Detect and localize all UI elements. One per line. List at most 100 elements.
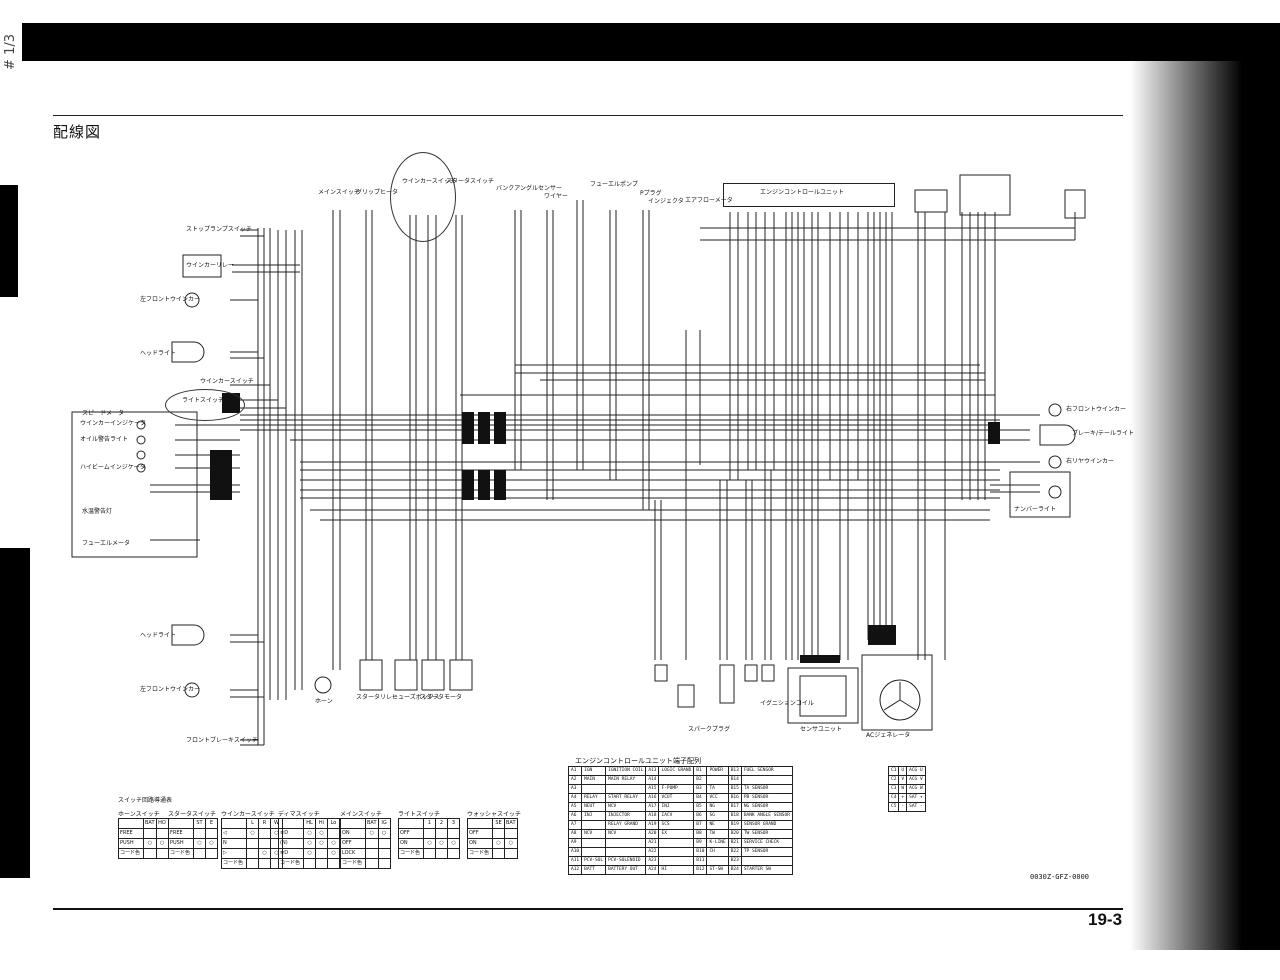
table-header-cell: 3 (447, 818, 460, 829)
table-cell: ○ (365, 828, 379, 839)
component-label: ウインカースイッチ (200, 378, 254, 385)
table-cell: A24 (645, 865, 660, 875)
table-cell: A18 (645, 811, 660, 821)
table-cell: PUSH (168, 838, 194, 849)
table-row: C4+SAT + (887, 793, 926, 803)
table-cell: A9 (567, 838, 583, 848)
table-cell: A19 (645, 820, 660, 830)
table-cell: RELAY (581, 793, 607, 803)
table-cell (246, 858, 259, 869)
table-cell: ○ (327, 838, 340, 849)
component-label: 水温警告灯 (82, 508, 113, 515)
component-label: ウインカーリレー (186, 262, 235, 269)
table-cell: B7 (693, 820, 708, 830)
table-cell: OFF (398, 828, 424, 839)
table-cell (365, 858, 379, 869)
document-code: 0030Z-GFZ-0000 (1030, 873, 1090, 881)
table-cell: C4 (887, 793, 900, 803)
table-row: ▷○○ (221, 848, 283, 859)
table-cell (258, 858, 271, 869)
table-cell (258, 828, 271, 839)
table-cell: K-LINE (706, 838, 729, 848)
table-cell: NCV (605, 802, 647, 812)
component-label: スタータモータ (420, 694, 463, 701)
table-row: コード色 (168, 848, 218, 859)
table-cell: BANK ANGLE SENSOR (740, 811, 793, 821)
table-cell: NG (706, 802, 729, 812)
component-label: ライトスイッチ (182, 397, 225, 404)
table-cell: B18 (727, 811, 742, 821)
table-header-cell: BAT (365, 818, 379, 829)
component-label: フューエルメータ (82, 540, 131, 547)
component-label: 右リヤウインカー (1066, 458, 1115, 465)
table-row: LOCK (340, 848, 391, 859)
table-row: コード色 (278, 858, 340, 869)
table-header-cell: HL (303, 818, 316, 829)
table-cell: C3 (887, 784, 900, 794)
table-cell: B16 (727, 793, 742, 803)
table-header-cell (168, 818, 194, 829)
table-cell: INJ (581, 811, 607, 821)
table-cell: TW (706, 829, 729, 839)
table-cell: A16 (645, 793, 660, 803)
table-cell (377, 838, 391, 849)
table-cell: BATTERY OUT (605, 865, 647, 875)
table-cell: B6 (693, 811, 708, 821)
table-cell (658, 856, 695, 866)
switch-table-title: ライトスイッチ (398, 811, 441, 818)
table-cell: ≡D (278, 828, 304, 839)
table-header-cell: Hi (315, 818, 328, 829)
table-cell: NCV (605, 829, 647, 839)
table-cell: B24 (727, 865, 742, 875)
table-cell: MAIN (581, 775, 607, 785)
component-label: スタータリレー (356, 694, 399, 701)
table-cell (246, 838, 259, 849)
table-cell: LOCK (340, 848, 366, 859)
table-row: OFF (467, 828, 518, 839)
table-cell: ○ (423, 838, 436, 849)
table-cell: PCV-SOLENOID (605, 856, 647, 866)
component-label: スタータスイッチ (446, 178, 495, 185)
table-cell: A5 (567, 802, 583, 812)
table-cell (706, 856, 729, 866)
table-cell: NG SENSOR (740, 802, 793, 812)
table-row: PUSH○○ (118, 838, 169, 849)
table-header-cell: SE (492, 818, 505, 829)
table-cell: B5 (693, 802, 708, 812)
table-header-cell: 1 (423, 818, 436, 829)
table-cell: MAIN RELAY (605, 775, 647, 785)
table-header-cell: BAT (143, 818, 157, 829)
table-cell (605, 847, 647, 857)
table-cell: HI (658, 865, 695, 875)
table-cell (377, 858, 391, 869)
table-cell: STARTER SW (740, 865, 793, 875)
table-row: FREE (168, 828, 218, 839)
table-cell (423, 828, 436, 839)
table-cell: A4 (567, 793, 583, 803)
table-cell: A13 (645, 766, 660, 776)
component-label: ヒューズボックス (392, 694, 440, 701)
table-cell: NCV (581, 829, 607, 839)
table-header-cell (398, 818, 424, 829)
table-header-cell: L (246, 818, 259, 829)
table-cell: EX (658, 829, 695, 839)
table-cell: ○ (327, 848, 340, 859)
ecu-connector-block (723, 183, 895, 207)
table-cell: LOGIC GRAND (658, 766, 695, 776)
table-cell: ○ (303, 838, 316, 849)
table-cell: SENSOR GRAND (740, 820, 793, 830)
table-cell (143, 828, 157, 839)
table-cell: A6 (567, 811, 583, 821)
table-cell: U (898, 766, 908, 776)
table-cell: ○ (143, 838, 157, 849)
